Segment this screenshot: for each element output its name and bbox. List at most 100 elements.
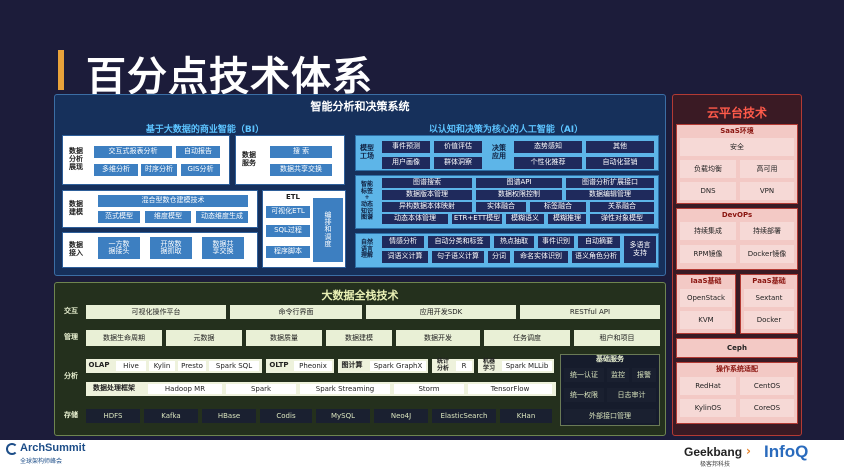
saas-ha: 高可用 [740, 160, 794, 178]
bigdata-title: 大数据全栈技术 [321, 289, 399, 302]
olap-hive: Hive [116, 361, 146, 371]
bi-search: 搜 索 [270, 146, 332, 158]
etl-schedule: 编 排 和 调 度 [313, 198, 343, 262]
st-mysql: MySQL [316, 409, 370, 423]
devops-rpm: RPM镜像 [680, 245, 736, 263]
basic-perm: 统一权限 [564, 388, 604, 402]
nlp-summary: 自动摘要 [578, 236, 620, 248]
basic-auth: 统一认证 [564, 368, 604, 382]
kg-ext: 图谱分析扩展接口 [566, 178, 654, 188]
ml-label: 机器 学习 [482, 358, 495, 372]
ai-recommend: 个性化推荐 [514, 157, 582, 169]
fw-storm: Storm [394, 384, 464, 394]
analysis-label: 分析 [64, 372, 78, 381]
nlp-ner: 命名实体识别 [514, 251, 568, 263]
paas-docker: Docker [744, 311, 794, 329]
st-es: ElasticSearch [432, 409, 496, 423]
kg-permission: 数据权限控制 [476, 190, 562, 200]
kg-fuzzy-semantic: 模糊语义 [506, 214, 544, 224]
etl-sql: SQL过程 [266, 225, 310, 237]
int-visual: 可视化操作平台 [86, 305, 226, 319]
devops-ci: 持续集成 [680, 222, 736, 240]
fw-spark: Spark [226, 384, 296, 394]
basic-audit: 日志审计 [607, 388, 656, 402]
nlp-classify: 自动分类和标签 [428, 236, 490, 248]
st-kafka: Kafka [144, 409, 198, 423]
intel-title: 智能分析和决策系统 [310, 100, 410, 113]
bi-analysis-label: 数据 分析 展现 [69, 147, 83, 171]
iaas-openstack: OpenStack [680, 289, 732, 307]
oltp-label: OLTP [269, 361, 289, 370]
os-kylin: KylinOS [680, 399, 736, 417]
basic-service-label: 基础服务 [596, 355, 624, 364]
kg-etr: ETR+ETT模型 [452, 214, 502, 224]
nlp-sentence: 句子语义计算 [432, 251, 484, 263]
st-hdfs: HDFS [86, 409, 140, 423]
nlp-sentiment: 情感分析 [382, 236, 424, 248]
bi-service-label: 数据 服务 [242, 151, 256, 167]
kg-edit: 数据编辑管理 [566, 190, 654, 200]
mg-meta: 元数据 [166, 330, 242, 346]
kg-version: 数据版本管理 [382, 190, 472, 200]
bi-dim-model: 维度模型 [145, 211, 191, 223]
saas-label: SaaS环境 [720, 127, 754, 135]
kg-tag: 标签融合 [530, 202, 586, 212]
iaas-label: IaaS基础 [690, 277, 722, 285]
footer: ArchSummit 全球架构师峰会 Geekbang › 极客邦科技 Info… [0, 440, 844, 468]
ai-value-eval: 价值评估 [434, 141, 482, 153]
saas-security: 安全 [680, 138, 794, 156]
olap-label: OLAP [88, 361, 110, 370]
archsummit-logo-icon [6, 443, 18, 455]
archsummit-sub: 全球架构师峰会 [20, 458, 63, 465]
kg-fuzzy-reason: 模糊推理 [548, 214, 586, 224]
os-redhat: RedHat [680, 377, 736, 395]
os-centos: CentOS [740, 377, 794, 395]
ai-model-label: 模型 工场 [360, 144, 374, 160]
bi-normal-model: 范式模型 [98, 211, 140, 223]
saas-vpn: VPN [740, 182, 794, 200]
olap-kylin: Kylin [149, 361, 175, 371]
etl-title: ETL [285, 193, 301, 202]
basic-alarm: 报警 [632, 368, 656, 382]
ai-other: 其他 [586, 141, 654, 153]
basic-external: 外部接口管理 [564, 409, 656, 423]
bi-title: 基于大数据的商业智能（BI） [145, 125, 265, 135]
bi-share-exchange: 数据共享交换 [270, 164, 332, 176]
iaas-kvm: KVM [680, 311, 732, 329]
stats-label: 统计 分析 [436, 358, 449, 372]
nlp-multilang: 多语言 支持 [624, 236, 656, 263]
bi-ingest-label: 数据 接入 [69, 241, 83, 257]
st-codis: Codis [260, 409, 312, 423]
st-neo4j: Neo4J [374, 409, 428, 423]
bi-hybrid-model: 混合型数仓建模技术 [98, 195, 248, 207]
etl-visual: 可视化ETL [266, 206, 310, 218]
ai-kg-label: 智能 标签 + 动态 知识 图谱 [360, 181, 373, 222]
storage-label: 存储 [64, 411, 78, 420]
devops-cd: 持续部署 [740, 222, 794, 240]
stats-r: R [456, 361, 472, 371]
kg-ontology: 动态本体管理 [382, 214, 448, 224]
devops-docker: Docker镜像 [740, 245, 794, 263]
ai-situation: 态势感知 [514, 141, 582, 153]
mg-model: 数据建模 [326, 330, 392, 346]
bi-first-party: 一方数 据接头 [98, 237, 140, 259]
st-hbase: HBase [202, 409, 256, 423]
os-coreos: CoreOS [740, 399, 794, 417]
kg-elastic: 弹性对象模型 [590, 214, 654, 224]
ai-auto-marketing: 自动化营销 [586, 157, 654, 169]
fw-hadoop: Hadoop MR [148, 384, 222, 394]
kg-entity: 实体融合 [476, 202, 526, 212]
olap-presto: Presto [178, 361, 206, 371]
mg-dev: 数据开发 [396, 330, 480, 346]
mg-quality: 数据质量 [246, 330, 322, 346]
nlp-segment: 分词 [488, 251, 510, 263]
bi-model-label: 数据 建模 [69, 200, 83, 216]
graph-label: 图计算 [341, 361, 363, 370]
archsummit-logo: ArchSummit [20, 442, 86, 454]
graph-sparkgraphx: Spark GraphX [370, 361, 426, 371]
int-cli: 命令行界面 [230, 305, 362, 319]
bi-timeseries: 时序分析 [141, 164, 177, 176]
interaction-label: 交互 [64, 307, 78, 316]
kg-relation: 关系融合 [590, 202, 654, 212]
infoq-logo: InfoQ [764, 442, 809, 461]
